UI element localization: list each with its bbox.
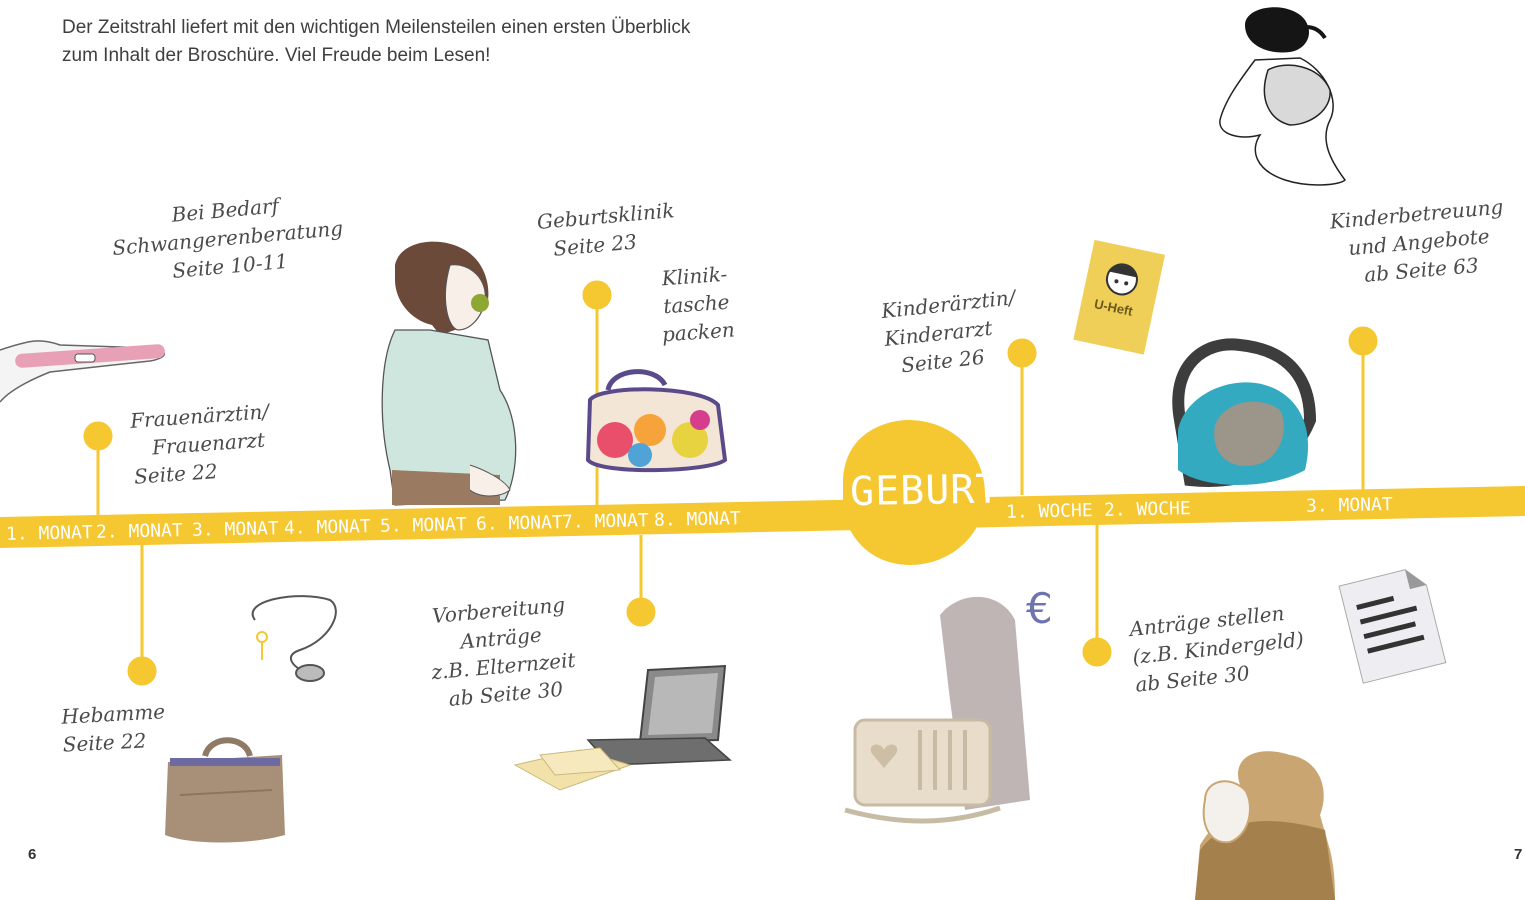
month-label-2: 2. MONAT <box>95 520 183 543</box>
note-vorbereitung: Vorbereitung Anträge z.B. Elternzeit ab … <box>430 592 577 711</box>
note-kliniktasche: Klinik- tasche packen <box>660 261 736 347</box>
dot-vorbereitung <box>626 597 656 627</box>
dot-frauenarzt <box>83 421 113 451</box>
baby-car-seat-icon <box>1172 338 1317 487</box>
crawling-baby-icon <box>1219 7 1346 186</box>
page-number-left: 6 <box>28 846 37 863</box>
month-label-after-3: 3. MONAT <box>1305 494 1393 517</box>
dot-geburtsklinik <box>582 280 612 310</box>
note-kinderarzt: Kinderärztin/ Kinderarzt Seite 26 <box>880 285 1017 378</box>
month-label-1: 1. MONAT <box>5 522 93 545</box>
laptop-icon <box>586 664 732 766</box>
dot-kinderbetreuung <box>1348 326 1378 356</box>
dot-kinderarzt <box>1007 338 1037 368</box>
week-label-2: 2. WOCHE <box>1103 498 1191 521</box>
note-geburtsklinik: Geburtsklinik Seite 23 <box>535 198 676 261</box>
cradle-icon <box>844 596 1030 824</box>
month-label-8: 8. MONAT <box>653 508 741 531</box>
euro-icon: € <box>1026 584 1053 633</box>
intro-text: Der Zeitstrahl liefert mit den wichtigen… <box>62 17 691 66</box>
geburt-bubble <box>843 420 985 565</box>
month-label-6: 6. MONAT <box>475 512 563 535</box>
midwife-bag-icon <box>165 737 285 843</box>
dot-hebamme <box>127 656 157 686</box>
stethoscope-icon <box>251 595 337 682</box>
u-heft-icon <box>1073 239 1166 355</box>
pregnancy-test-icon <box>0 340 165 403</box>
documents-icon <box>513 747 632 791</box>
note-kinderbetreuung: Kinderbetreuung und Angebote ab Seite 63 <box>1328 194 1505 287</box>
hospital-bag-icon <box>585 369 728 473</box>
geburt-label: GEBURT <box>849 466 1001 516</box>
timeline-band <box>0 486 1525 548</box>
month-label-7: 7. MONAT <box>561 510 649 533</box>
father-with-baby-icon <box>1195 751 1335 900</box>
month-label-3: 3. MONAT <box>191 518 279 541</box>
pregnant-woman-icon <box>381 241 517 506</box>
month-label-4: 4. MONAT <box>283 516 371 539</box>
month-label-5: 5. MONAT <box>379 514 467 537</box>
note-hebamme: Hebamme Seite 22 <box>60 699 166 757</box>
form-document-icon <box>1338 569 1447 684</box>
note-antraege: Anträge stellen (z.B. Kindergeld) ab Sei… <box>1128 600 1305 697</box>
dot-antraege <box>1082 637 1112 667</box>
page-number-right: 7 <box>1514 846 1523 863</box>
week-label-1: 1. WOCHE <box>1005 500 1093 523</box>
note-frauenarzt: Frauenärztin/ Frauenarzt Seite 22 <box>129 399 270 489</box>
